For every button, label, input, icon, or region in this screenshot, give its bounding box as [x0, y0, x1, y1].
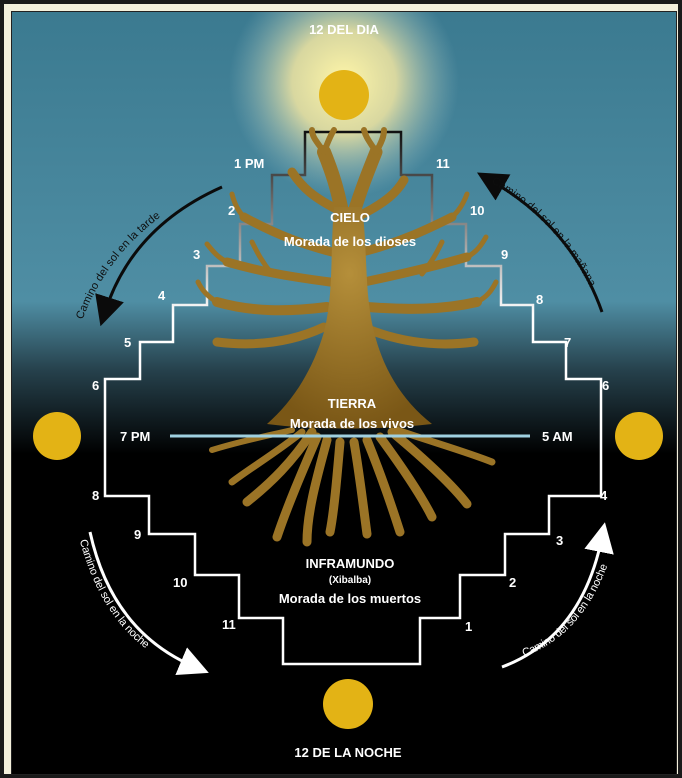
tierra-subtitle: Morada de los vivos: [290, 416, 414, 431]
step-label: 9: [501, 247, 508, 262]
step-label: 11: [436, 156, 450, 171]
diagram-panel: Camino del sol en la tarde Camino del so…: [11, 11, 677, 775]
step-label: 1: [465, 619, 472, 634]
noon-label: 12 DEL DIA: [309, 22, 379, 37]
sun-noon: [319, 70, 369, 120]
step-label: 1 PM: [234, 156, 264, 171]
step-label: 7: [564, 335, 571, 350]
step-label: 5: [124, 335, 131, 350]
step-label: 4: [600, 488, 608, 503]
step-label: 2: [228, 203, 235, 218]
time-7pm: 7 PM: [120, 429, 150, 444]
underworld-stairway: [103, 436, 603, 666]
cielo-title: CIELO: [330, 210, 370, 225]
step-label: 8: [536, 292, 543, 307]
inframundo-subtitle: Morada de los muertos: [279, 591, 421, 606]
tree-trunk: [267, 207, 432, 429]
step-label: 6: [602, 378, 609, 393]
midnight-label: 12 DE LA NOCHE: [294, 745, 401, 760]
step-label: 8: [92, 488, 99, 503]
sun-east: [615, 412, 663, 460]
inframundo-title: INFRAMUNDO: [306, 556, 395, 571]
sun-west: [33, 412, 81, 460]
world-tree: [195, 127, 499, 547]
step-label: 9: [134, 527, 141, 542]
sky-stairway: [103, 130, 603, 436]
step-label: 3: [556, 533, 563, 548]
arc-arrow-noche-right: [501, 522, 614, 669]
step-label: 10: [470, 203, 484, 218]
tierra-title: TIERRA: [328, 396, 377, 411]
arc-arrow-noche-left: [88, 531, 209, 675]
inframundo-alt: (Xibalba): [329, 575, 371, 586]
maya-cosmos-diagram: Camino del sol en la tarde Camino del so…: [12, 12, 676, 774]
step-label: 11: [222, 617, 236, 632]
arc-arrow-tarde: [95, 185, 223, 327]
cielo-subtitle: Morada de los dioses: [284, 234, 416, 249]
sun-midnight: [323, 679, 373, 729]
step-label: 6: [92, 378, 99, 393]
step-label: 4: [158, 288, 166, 303]
step-label: 10: [173, 575, 187, 590]
step-label: 2: [509, 575, 516, 590]
time-5am: 5 AM: [542, 429, 573, 444]
arc-arrow-manana: [476, 172, 604, 313]
step-label: 3: [193, 247, 200, 262]
